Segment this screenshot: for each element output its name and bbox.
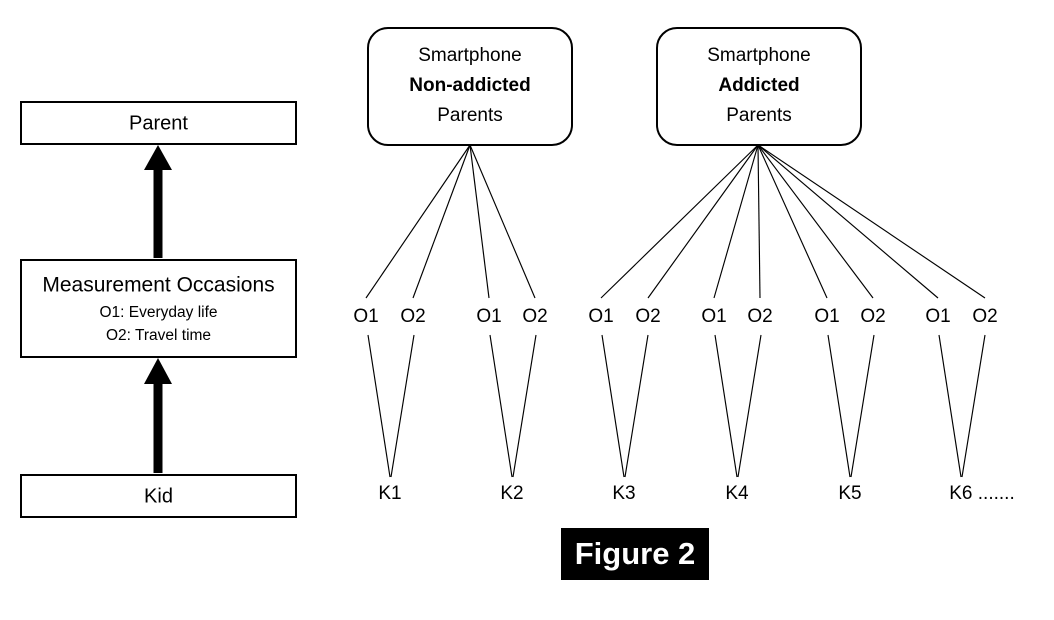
left-panel: Parent Measurement Occasions O1: Everyda… xyxy=(20,101,297,518)
parent-box-outline xyxy=(20,101,297,145)
kid-label: K5 xyxy=(838,483,861,504)
occasion-label: O2 xyxy=(522,306,547,327)
non-addicted-line1: Smartphone xyxy=(418,45,522,66)
occasion-label: O1 xyxy=(353,306,378,327)
non-addicted-group[interactable]: Smartphone Non-addicted Parents xyxy=(367,27,573,146)
kid-box-outline xyxy=(20,474,297,518)
addicted-line2: Addicted xyxy=(718,75,799,96)
figure-caption: Figure 2 xyxy=(561,528,709,580)
kid-box-label: Kid xyxy=(144,485,173,507)
arrow-kid-to-measurement xyxy=(144,358,172,473)
occasion-label: O2 xyxy=(635,306,660,327)
occasion-label: O2 xyxy=(400,306,425,327)
arrow-head-up-measurement xyxy=(144,358,172,384)
occasion-label: O2 xyxy=(747,306,772,327)
occasion-label: O1 xyxy=(814,306,839,327)
kid-label: K3 xyxy=(612,483,635,504)
occasion-label: O1 xyxy=(701,306,726,327)
measurement-occasions-outline xyxy=(20,259,297,358)
occasion-label: O2 xyxy=(972,306,997,327)
addicted-line1: Smartphone xyxy=(707,45,811,66)
measurement-occasions-box[interactable]: Measurement Occasions O1: Everyday life … xyxy=(20,259,297,358)
non-addicted-line3: Parents xyxy=(437,105,502,126)
occasion-label: O1 xyxy=(925,306,950,327)
non-addicted-line2: Non-addicted xyxy=(409,75,530,96)
kid-labels-row: K1 K2 K3 K4 K5 K6 ....... xyxy=(378,483,1014,504)
occasion-labels-row: O1 O2 O1 O2 O1 O2 O1 O2 O1 O2 O1 O2 xyxy=(353,306,997,327)
kid-label: K4 xyxy=(725,483,749,504)
kid-label: K6 ....... xyxy=(949,483,1014,504)
non-addicted-fan-lines xyxy=(365,144,536,299)
measurement-occasion-o2-label: O2: Travel time xyxy=(106,327,211,344)
occasion-label: O1 xyxy=(588,306,613,327)
occasion-to-kid-lines xyxy=(367,334,986,478)
parent-box-label: Parent xyxy=(129,112,188,134)
measurement-occasions-label: Measurement Occasions xyxy=(42,274,274,297)
occasion-label: O1 xyxy=(476,306,501,327)
arrow-measurement-to-parent xyxy=(144,145,172,258)
figure-caption-label: Figure 2 xyxy=(575,536,696,571)
kid-box[interactable]: Kid xyxy=(20,474,297,518)
addicted-group[interactable]: Smartphone Addicted Parents xyxy=(656,27,862,146)
addicted-line3: Parents xyxy=(726,105,791,126)
arrow-head-up-parent xyxy=(144,145,172,170)
kid-label: K1 xyxy=(378,483,401,504)
kid-label: K2 xyxy=(500,483,523,504)
measurement-occasion-o1-label: O1: Everyday life xyxy=(99,304,217,321)
parent-box[interactable]: Parent xyxy=(20,101,297,145)
right-panel: Smartphone Non-addicted Parents Smartpho… xyxy=(353,27,1015,504)
addicted-fan-lines xyxy=(600,144,986,299)
figure-caption-background xyxy=(561,528,709,580)
occasion-label: O2 xyxy=(860,306,885,327)
